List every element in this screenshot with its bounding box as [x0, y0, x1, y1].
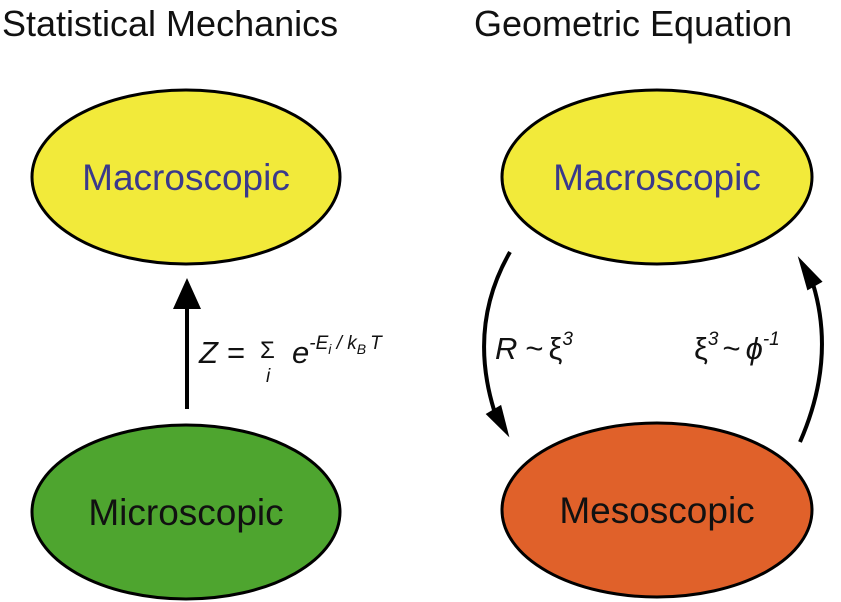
- right-panel-title: Geometric Equation: [474, 3, 792, 44]
- eq-xi-right: ξ: [694, 331, 708, 366]
- eq-sum-symbol: Σ: [260, 337, 275, 364]
- eq-sum-index: i: [266, 366, 271, 387]
- eq-exp-slash: /: [331, 333, 347, 354]
- left-panel-title: Statistical Mechanics: [2, 3, 338, 44]
- downward-curved-arrow: [482, 251, 512, 411]
- eq-phi-power: -1: [763, 329, 780, 350]
- radius-scaling-equation: R~ξ3: [495, 329, 573, 366]
- eq-z: Z: [198, 335, 219, 370]
- eq-exp-E-sub: i: [328, 341, 332, 357]
- partition-function-equation: Z=: [198, 335, 245, 370]
- eq-exp-E: E: [316, 333, 329, 354]
- upward-arrow-head: [797, 256, 823, 291]
- eq-exp-T: T: [370, 333, 383, 354]
- mesoscopic-node: [500, 421, 814, 599]
- upward-curved-arrow: [798, 283, 824, 443]
- eq-exp-k: k: [347, 333, 358, 354]
- eq-xi-power-right: 3: [708, 329, 719, 350]
- downward-arrow-head: [485, 404, 510, 438]
- eq-exp-sign: -: [309, 333, 315, 354]
- left-macroscopic-label: Macroscopic: [82, 157, 290, 198]
- partition-arrow-head: [173, 278, 201, 309]
- eq-xi-left: ξ: [549, 331, 563, 366]
- eq-r: R: [495, 331, 517, 366]
- left-macroscopic-node: [30, 88, 342, 266]
- eq-base: e: [292, 335, 309, 370]
- right-macroscopic-node: [500, 88, 814, 266]
- volume-fraction-equation: ξ3~ϕ-1: [694, 329, 780, 366]
- eq-tilde-right: ~: [722, 331, 740, 366]
- eq-phi: ϕ: [746, 331, 763, 366]
- microscopic-label: Microscopic: [88, 492, 283, 533]
- eq-exp-k-sub: B: [357, 341, 366, 357]
- eq-xi-power-left: 3: [562, 329, 573, 350]
- microscopic-node: [30, 423, 342, 601]
- eq-tilde-left: ~: [525, 331, 543, 366]
- right-macroscopic-label: Macroscopic: [553, 157, 761, 198]
- mesoscopic-label: Mesoscopic: [559, 490, 754, 531]
- eq-equals: =: [227, 335, 245, 370]
